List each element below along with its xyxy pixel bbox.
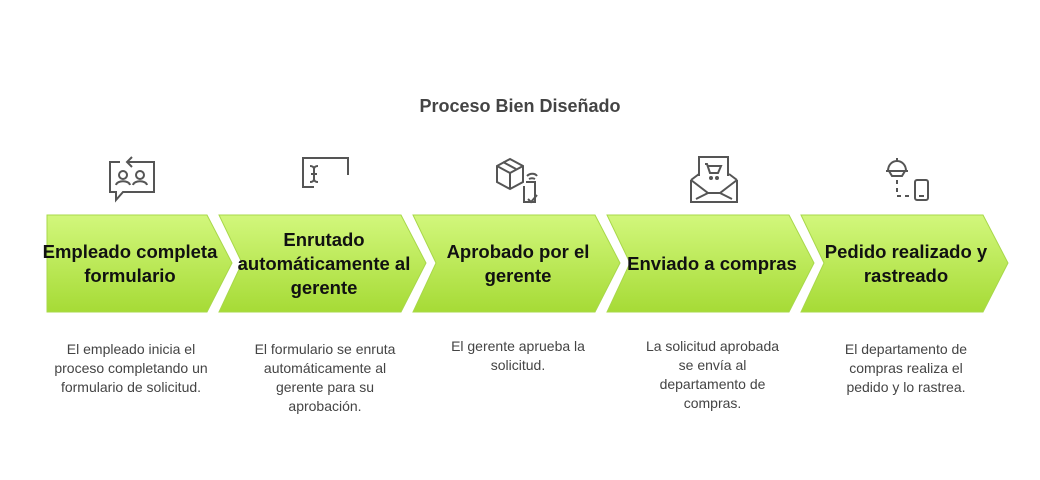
step-3-label: Aprobado por el gerente [446,240,590,286]
step-5-label: Pedido realizado y rastreado [824,240,988,286]
step-2-label: Enrutado automáticamente al gerente [237,228,411,298]
text-cursor-icon [302,157,349,188]
step-5-description: El departamento de compras realiza el pe… [844,341,968,395]
step-1-description: El empleado inicia el proceso completand… [54,341,208,395]
envelope-cart-icon [690,156,738,203]
chevron-1 [46,214,233,313]
chevron-3 [412,214,621,313]
step-2-description: El formulario se enruta automáticamente … [254,341,396,414]
form-users-icon [109,156,155,203]
order-tracking-icon [886,158,929,201]
step-3-description: El gerente aprueba la solicitud. [451,338,585,373]
chevron-5 [800,214,1009,313]
chevron-2 [218,214,427,313]
package-approved-icon [496,157,538,204]
step-1-label: Empleado completa formulario [42,240,218,286]
chevron-4 [606,214,815,313]
step-4-description: La solicitud aprobada se envía al depart… [645,338,780,411]
step-4-label: Enviado a compras [627,252,797,274]
diagram-title: Proceso Bien Diseñado [419,96,621,116]
